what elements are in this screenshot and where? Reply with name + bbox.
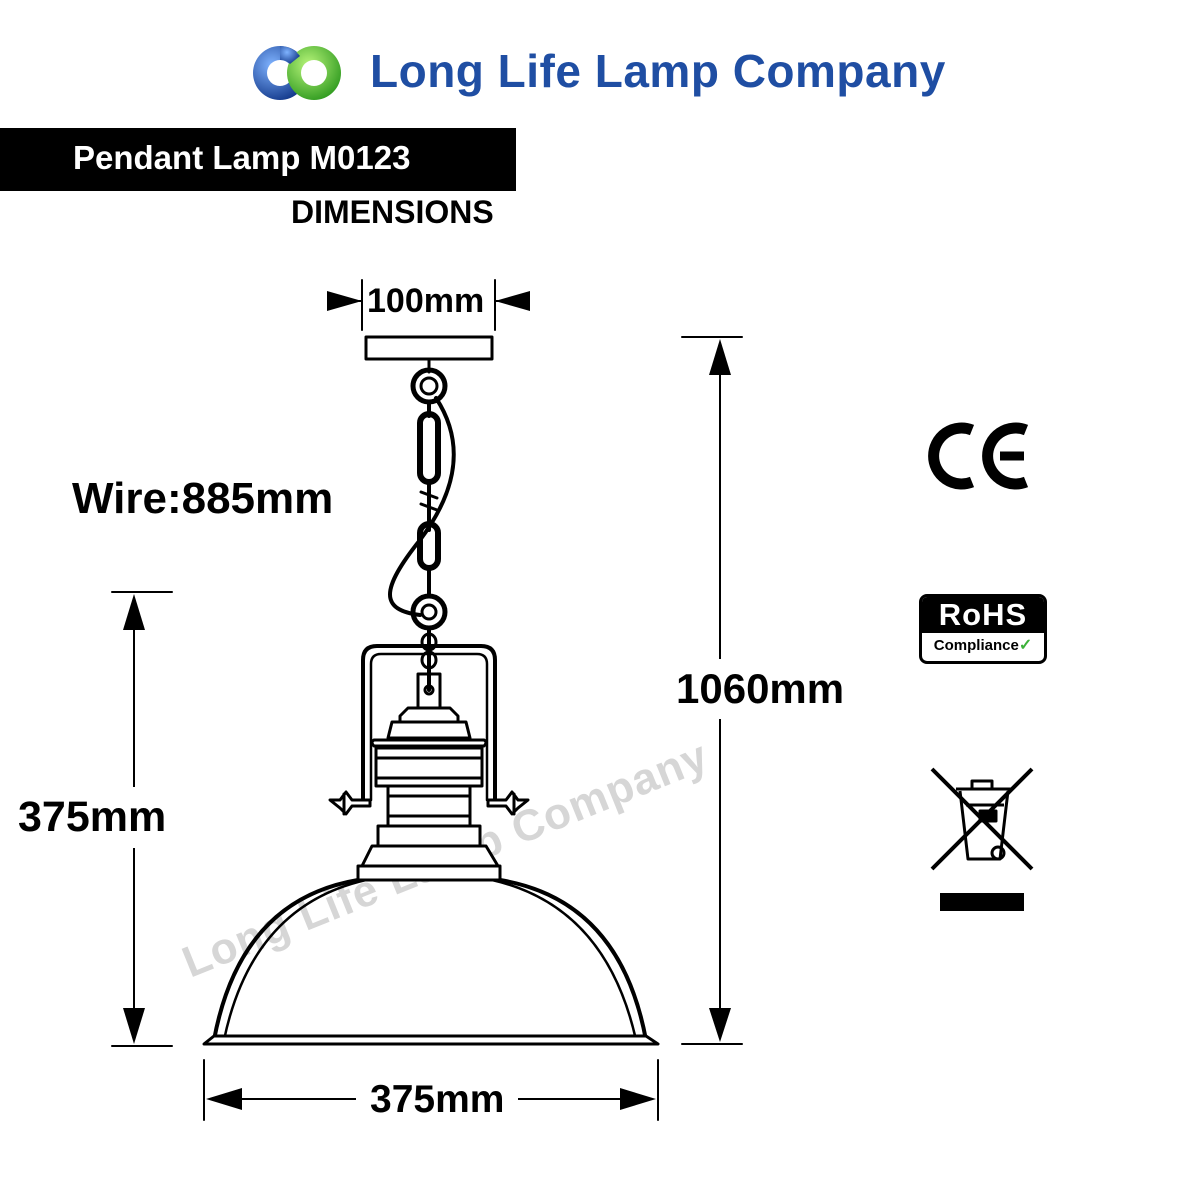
rohs-compliance-badge: RoHS Compliance✓ xyxy=(919,594,1047,664)
section-title: DIMENSIONS xyxy=(291,194,494,230)
company-name: Long Life Lamp Company xyxy=(370,45,946,97)
canopy-width-label: 100mm xyxy=(366,282,486,321)
rohs-title: RoHS xyxy=(922,597,1044,633)
rohs-subtitle: Compliance xyxy=(933,637,1019,654)
crossed-out-wheelie-bin-icon xyxy=(930,767,1034,911)
wire-length-label: Wire:885mm xyxy=(72,474,334,523)
title-bar xyxy=(0,128,516,191)
total-height-label: 1060mm xyxy=(676,659,845,719)
product-title: Pendant Lamp M0123 xyxy=(73,139,411,176)
checkmark-icon: ✓ xyxy=(1018,637,1033,654)
ce-mark-icon xyxy=(928,422,1029,490)
shade-height-label: 375mm xyxy=(18,787,167,848)
shade-width-label: 375mm xyxy=(356,1078,519,1122)
rohs-subtitle-row: Compliance✓ xyxy=(922,633,1044,659)
brand-logo-icon xyxy=(253,46,341,100)
